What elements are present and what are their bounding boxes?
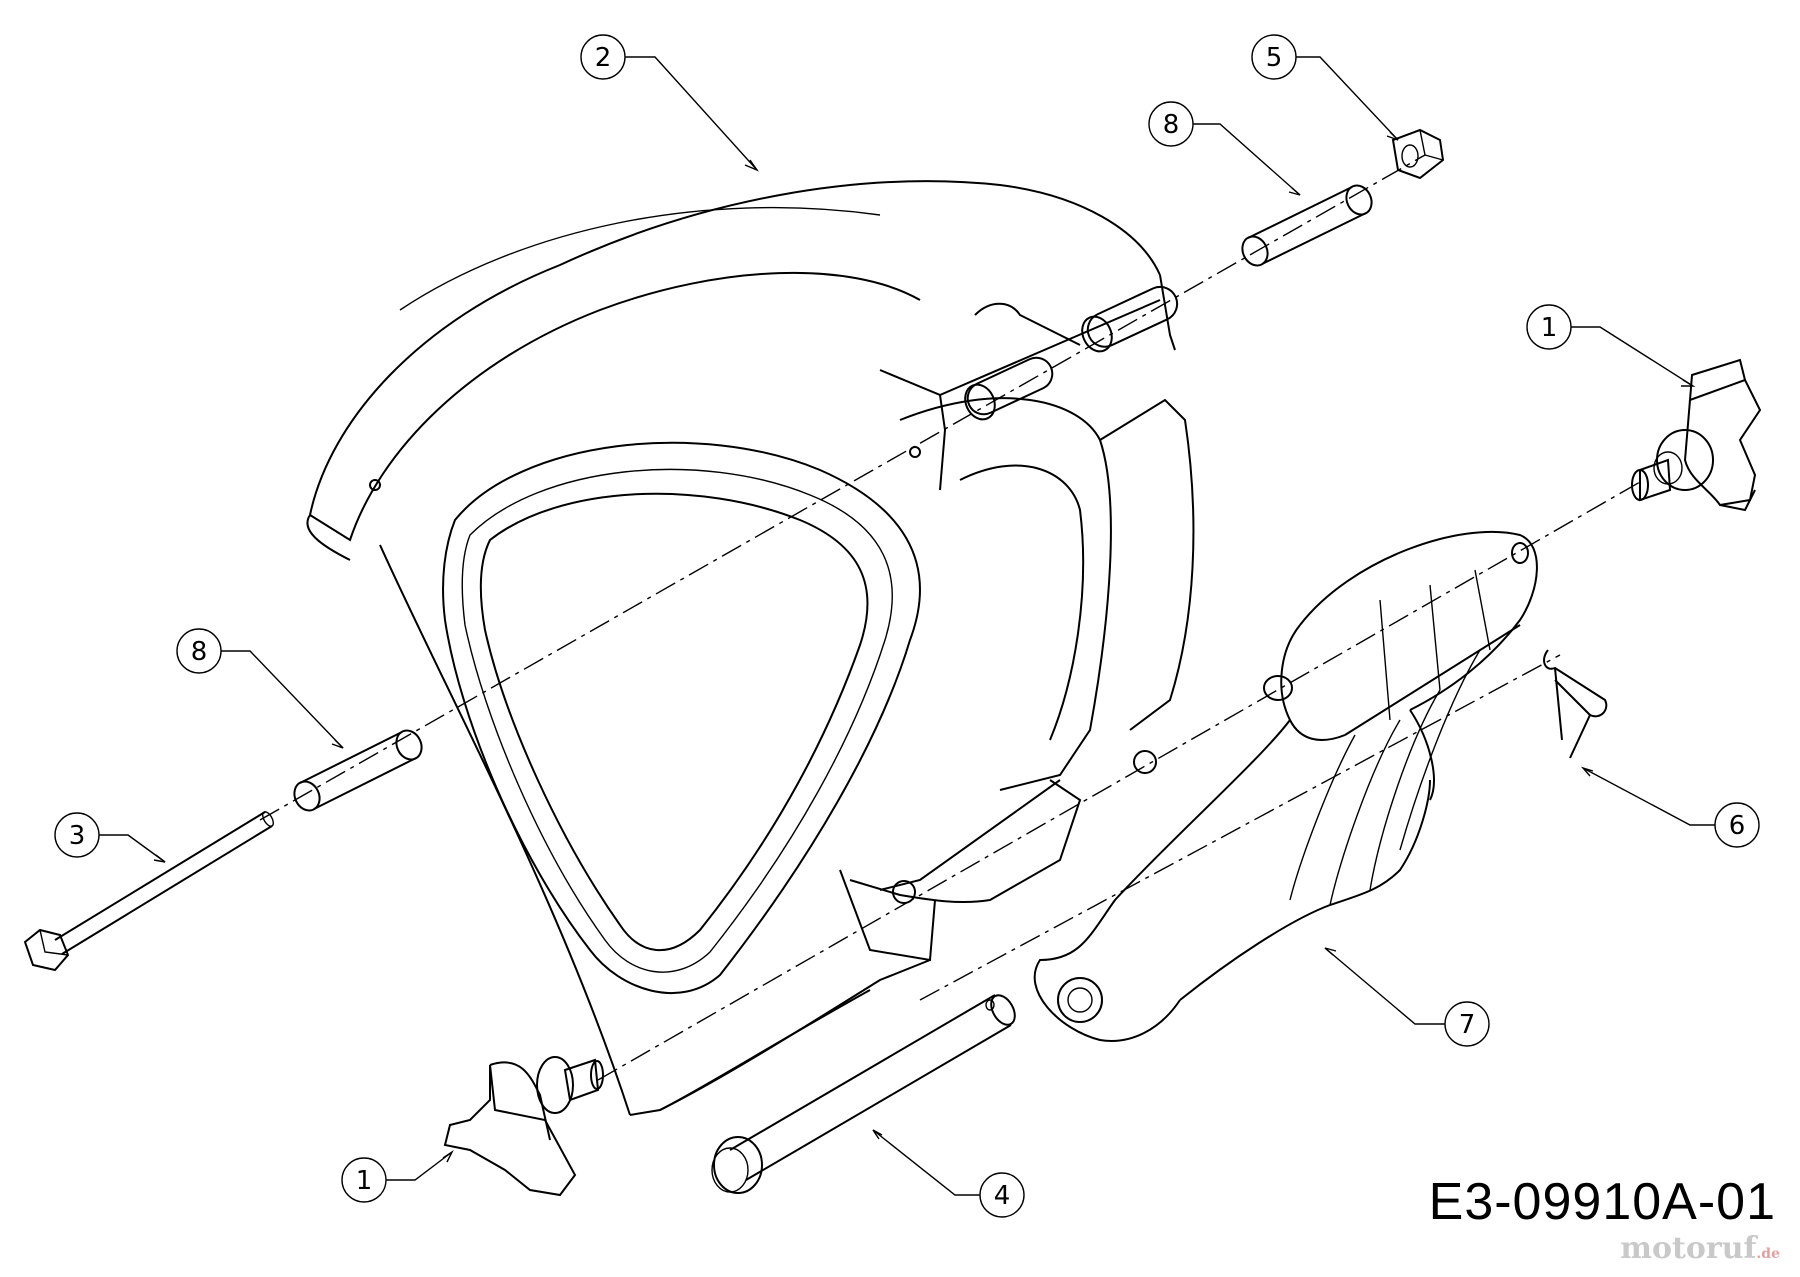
- part-1-knob-lower: [443, 1056, 604, 1197]
- callout-1-lower: 1: [341, 1157, 387, 1203]
- callout-7: 7: [1444, 1001, 1490, 1047]
- callout-4: 4: [979, 1172, 1025, 1218]
- svg-text:4: 4: [994, 1181, 1011, 1211]
- part-3-bolt: [23, 811, 274, 972]
- part-1-knob-upper: [1631, 358, 1762, 512]
- svg-text:1: 1: [1541, 313, 1558, 343]
- part-8-sleeve-lower: [293, 729, 423, 812]
- part-2-guard: [306, 180, 1195, 1116]
- svg-text:1: 1: [356, 1166, 373, 1196]
- svg-text:3: 3: [69, 821, 86, 851]
- part-7-arm: [1033, 530, 1538, 1042]
- svg-text:8: 8: [191, 637, 208, 667]
- callout-5: 5: [1251, 34, 1297, 80]
- callout-1-upper: 1: [1526, 304, 1572, 350]
- watermark-logo: motoruf.de: [1620, 1231, 1780, 1266]
- assembly-axes: [259, 154, 1641, 1081]
- svg-text:5: 5: [1266, 43, 1283, 73]
- svg-text:2: 2: [595, 43, 612, 73]
- part-4-pin: [711, 994, 1016, 1194]
- watermark-suffix: .de: [1756, 1246, 1780, 1262]
- watermark-main: motoruf: [1620, 1231, 1757, 1266]
- svg-text:7: 7: [1459, 1010, 1476, 1040]
- callout-8-lower: 8: [176, 628, 222, 674]
- svg-text:8: 8: [1163, 110, 1180, 140]
- drawing-reference-number: E3-09910A-01: [1428, 1173, 1776, 1231]
- part-8-sleeve-upper: [1241, 184, 1373, 267]
- callout-3: 3: [54, 812, 100, 858]
- callout-2: 2: [580, 34, 626, 80]
- callout-8-upper: 8: [1148, 101, 1194, 147]
- callout-6: 6: [1714, 802, 1760, 848]
- svg-text:6: 6: [1729, 811, 1746, 841]
- part-6-clip: [1543, 649, 1608, 759]
- callout-leaders: [99, 56, 1715, 1196]
- callouts: 2 5 8 1 8 3 6 7: [54, 34, 1760, 1218]
- part-5-nut: [1391, 128, 1445, 180]
